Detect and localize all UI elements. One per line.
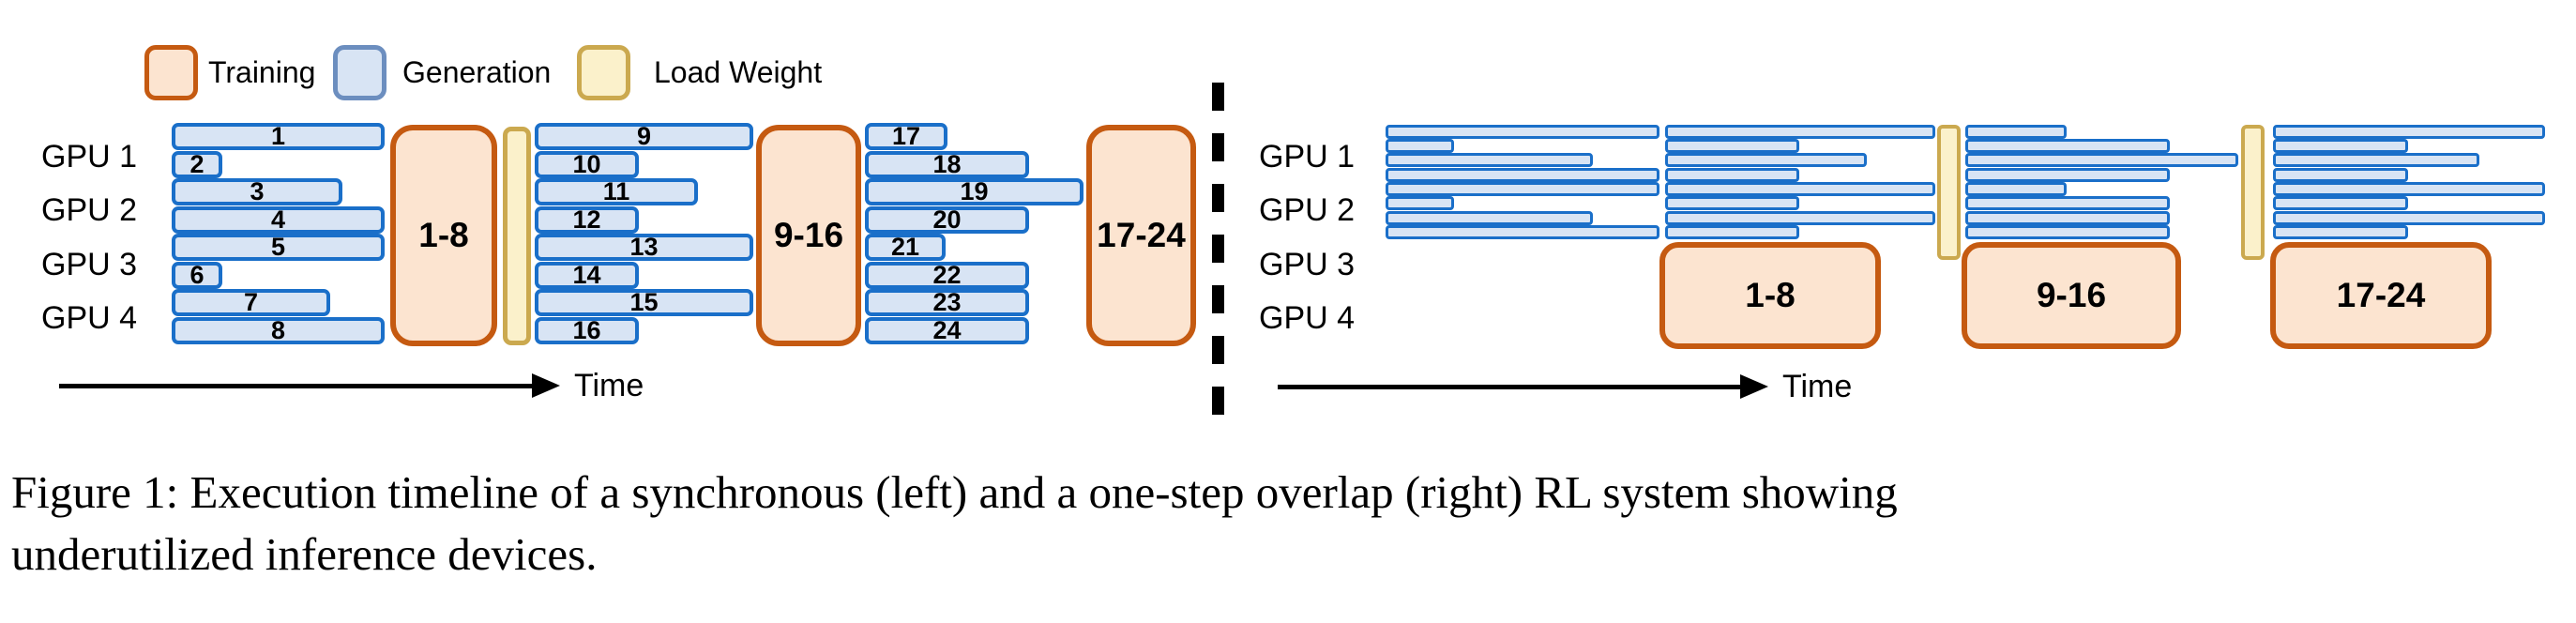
generation-bar xyxy=(1665,225,1799,239)
generation-bar xyxy=(1965,139,2170,153)
generation-bar: 23 xyxy=(865,289,1029,316)
gpu-label-3: GPU 3 xyxy=(1259,246,1356,282)
training-block: 17-24 xyxy=(2270,242,2492,349)
generation-bar: 22 xyxy=(865,262,1029,289)
training-block: 9-16 xyxy=(1962,242,2181,349)
generation-bar: 6 xyxy=(172,262,222,289)
generation-bar: 9 xyxy=(535,123,753,150)
generation-bar xyxy=(2273,125,2545,139)
load-weight-strip xyxy=(503,127,531,345)
training-block: 9-16 xyxy=(756,125,861,346)
generation-bar xyxy=(1386,153,1593,167)
figure-caption-line1: Figure 1: Execution timeline of a synchr… xyxy=(11,466,1898,518)
gpu-label-2: GPU 2 xyxy=(1259,191,1356,228)
generation-bar xyxy=(1386,211,1593,225)
generation-bar: 3 xyxy=(172,178,342,205)
time-axis-arrowhead xyxy=(532,373,560,398)
generation-bar xyxy=(1665,196,1799,210)
generation-bar xyxy=(1965,211,2170,225)
gpu-label-2: GPU 2 xyxy=(41,191,138,228)
generation-bar: 1 xyxy=(172,123,385,150)
generation-bar xyxy=(1386,196,1454,210)
generation-bar xyxy=(1386,182,1659,196)
legend-label: Load Weight xyxy=(654,55,823,89)
training-block: 17-24 xyxy=(1086,125,1196,346)
generation-bar xyxy=(2273,182,2545,196)
generation-bar: 10 xyxy=(535,151,639,178)
generation-bar xyxy=(1386,225,1659,239)
time-axis-arrowhead xyxy=(1740,374,1768,399)
load-weight-strip xyxy=(1937,125,1961,260)
generation-bar: 15 xyxy=(535,289,753,316)
generation-bar xyxy=(1386,168,1659,182)
time-axis-label: Time xyxy=(1782,368,1853,404)
generation-bar xyxy=(2273,153,2479,167)
generation-bar xyxy=(1965,196,2170,210)
time-axis-line xyxy=(59,384,532,388)
generation-bar xyxy=(1665,182,1935,196)
generation-bar: 20 xyxy=(865,206,1029,234)
generation-bar xyxy=(2273,196,2408,210)
gpu-label-1: GPU 1 xyxy=(41,138,138,175)
generation-bar xyxy=(1965,182,2067,196)
generation-bar: 4 xyxy=(172,206,385,234)
legend-swatch-training xyxy=(144,45,198,100)
generation-bar: 19 xyxy=(865,178,1083,205)
generation-bar xyxy=(1965,125,2067,139)
generation-bar: 11 xyxy=(535,178,698,205)
generation-bar xyxy=(1386,139,1454,153)
generation-bar: 17 xyxy=(865,123,947,150)
training-block: 1-8 xyxy=(390,125,497,346)
generation-bar: 8 xyxy=(172,317,385,344)
generation-bar: 16 xyxy=(535,317,639,344)
generation-bar xyxy=(1965,168,2170,182)
generation-bar: 18 xyxy=(865,151,1029,178)
generation-bar xyxy=(1665,168,1799,182)
generation-bar xyxy=(2273,225,2408,239)
generation-bar: 2 xyxy=(172,151,222,178)
generation-bar: 5 xyxy=(172,234,385,261)
dashed-divider xyxy=(1212,83,1224,420)
figure-caption-line2: underutilized inference devices. xyxy=(11,528,598,580)
time-axis-label: Time xyxy=(574,367,644,403)
time-axis-line xyxy=(1278,385,1740,389)
generation-bar xyxy=(1665,125,1935,139)
generation-bar xyxy=(1665,139,1799,153)
generation-bar xyxy=(1965,153,2238,167)
training-block: 1-8 xyxy=(1659,242,1881,349)
generation-bar xyxy=(1665,211,1935,225)
generation-bar xyxy=(1965,225,2170,239)
legend-swatch-generation xyxy=(333,45,386,100)
gpu-label-4: GPU 4 xyxy=(41,299,138,336)
generation-bar xyxy=(1665,153,1867,167)
generation-bar: 24 xyxy=(865,317,1029,344)
gpu-label-3: GPU 3 xyxy=(41,246,138,282)
generation-bar: 12 xyxy=(535,206,639,234)
load-weight-strip xyxy=(2241,125,2265,260)
generation-bar xyxy=(2273,168,2408,182)
generation-bar: 14 xyxy=(535,262,639,289)
generation-bar xyxy=(2273,139,2408,153)
generation-bar: 7 xyxy=(172,289,330,316)
gpu-label-1: GPU 1 xyxy=(1259,138,1356,175)
legend-swatch-load-weight xyxy=(577,45,630,100)
gpu-label-4: GPU 4 xyxy=(1259,299,1356,336)
generation-bar: 13 xyxy=(535,234,753,261)
legend-label: Generation xyxy=(402,55,552,89)
generation-bar xyxy=(2273,211,2545,225)
legend-label: Training xyxy=(208,55,316,89)
generation-bar xyxy=(1386,125,1659,139)
generation-bar: 21 xyxy=(865,234,946,261)
